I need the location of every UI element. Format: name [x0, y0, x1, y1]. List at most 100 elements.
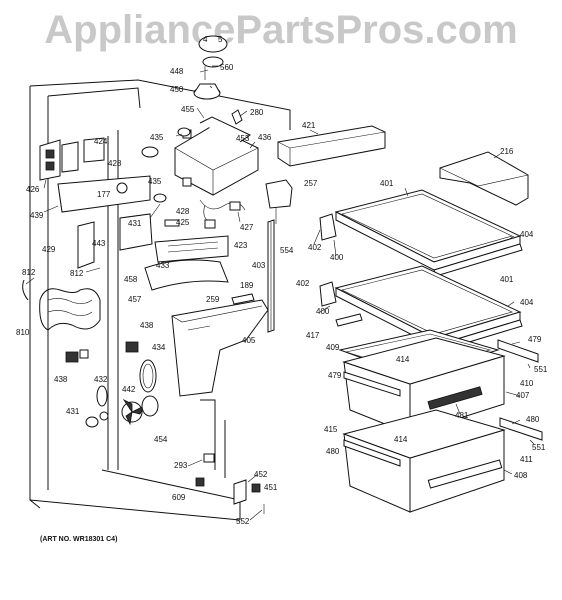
part-label-428: 428	[108, 159, 122, 168]
part-label-479: 479	[528, 335, 542, 344]
part-label-423: 423	[234, 241, 248, 250]
part-label-404: 404	[520, 298, 534, 307]
part-label-450: 450	[170, 85, 184, 94]
part-label-551: 551	[532, 443, 546, 452]
part-fan-housing-405	[171, 299, 269, 397]
part-label-434: 434	[152, 343, 166, 352]
part-label-407: 407	[516, 391, 530, 400]
part-label-400: 400	[316, 307, 330, 316]
part-label-439: 439	[30, 211, 44, 220]
part-label-481: 481	[455, 411, 469, 420]
art-number: (ART NO. WR18301 C4)	[40, 536, 118, 543]
part-label-402: 402	[308, 243, 322, 252]
part-shroud-433	[154, 235, 229, 263]
part-label-424: 424	[94, 137, 108, 146]
part-control-panel	[39, 137, 105, 181]
part-label-448: 448	[170, 67, 184, 76]
part-label-812: 812	[22, 268, 36, 277]
part-label-414: 414	[396, 355, 410, 364]
part-label-5: 5	[218, 35, 223, 44]
part-189	[231, 293, 255, 305]
part-label-425: 425	[176, 218, 190, 227]
part-label-609: 609	[172, 493, 186, 502]
part-label-409: 409	[326, 343, 340, 352]
part-label-435: 435	[148, 177, 162, 186]
part-label-443: 443	[92, 239, 106, 248]
part-label-259: 259	[206, 295, 220, 304]
part-label-451: 451	[264, 483, 278, 492]
part-fan-motor-434	[139, 359, 157, 393]
part-label-411: 411	[520, 455, 533, 464]
part-label-428: 428	[176, 207, 190, 216]
part-432-431	[85, 385, 109, 428]
part-label-417: 417	[306, 331, 320, 340]
watermark: AppliancePartsPros.com	[44, 8, 518, 52]
part-257	[265, 179, 293, 224]
part-label-426: 426	[26, 185, 40, 194]
part-label-403: 403	[252, 261, 266, 270]
part-label-480: 480	[526, 415, 540, 424]
part-label-414: 414	[394, 435, 408, 444]
part-label-438: 438	[140, 321, 154, 330]
part-label-458: 458	[124, 275, 138, 284]
part-label-401: 401	[500, 275, 514, 284]
part-label-454: 454	[154, 435, 168, 444]
part-label-216: 216	[500, 147, 514, 156]
part-label-452: 452	[254, 470, 268, 479]
part-label-433: 433	[156, 261, 170, 270]
part-label-4: 4	[203, 35, 208, 44]
part-label-457: 457	[128, 295, 142, 304]
part-label-410: 410	[520, 379, 534, 388]
part-cover-458	[144, 259, 229, 291]
part-bottom-hardware	[195, 453, 265, 514]
part-label-436: 436	[258, 133, 272, 142]
part-label-551: 551	[534, 365, 548, 374]
part-label-400: 400	[330, 253, 344, 262]
part-label-415: 415	[324, 425, 338, 434]
part-label-405: 405	[242, 336, 256, 345]
part-damper-top	[193, 35, 228, 100]
part-heater-810	[22, 279, 101, 331]
part-label-404: 404	[520, 230, 534, 239]
part-label-402: 402	[296, 279, 310, 288]
leader-lines	[25, 65, 535, 521]
part-shelf-upper	[319, 189, 523, 277]
part-label-401: 401	[380, 179, 394, 188]
part-control-box-439	[57, 175, 151, 213]
part-label-431: 431	[128, 219, 142, 228]
part-label-257: 257	[304, 179, 318, 188]
part-number-labels: 448 560 450 455 280 435 453 436 421 216 424 428 426 4…	[16, 35, 548, 526]
part-label-431: 431	[66, 407, 80, 416]
part-crisper-drawer-lower	[342, 409, 543, 513]
part-channel-403	[267, 219, 275, 333]
part-label-455: 455	[181, 105, 195, 114]
part-label-810: 810	[16, 328, 30, 337]
part-small-435	[141, 109, 243, 203]
part-label-480: 480	[326, 447, 340, 456]
part-label-408: 408	[514, 471, 528, 480]
part-wiring-427	[164, 199, 246, 229]
part-label-427: 427	[240, 223, 254, 232]
part-label-432: 432	[94, 375, 108, 384]
part-label-552: 552	[236, 517, 250, 526]
part-label-189: 189	[240, 281, 254, 290]
part-label-560: 560	[220, 63, 234, 72]
part-label-438: 438	[54, 375, 68, 384]
part-label-280: 280	[250, 108, 264, 117]
part-duct-421	[277, 125, 386, 167]
part-bracket-443	[77, 213, 153, 269]
part-connector-438	[65, 341, 139, 363]
part-bin-216	[439, 151, 529, 206]
part-label-293: 293	[174, 461, 188, 470]
part-label-429: 429	[42, 245, 56, 254]
part-label-453: 453	[236, 134, 250, 143]
part-label-812: 812	[70, 269, 84, 278]
part-evaporator-cover	[174, 116, 259, 196]
part-label-435: 435	[150, 133, 164, 142]
part-fan-blade-442	[121, 395, 159, 426]
part-label-442: 442	[122, 385, 136, 394]
part-label-554: 554	[280, 246, 294, 255]
part-label-421: 421	[302, 121, 316, 130]
part-label-177: 177	[97, 190, 111, 199]
